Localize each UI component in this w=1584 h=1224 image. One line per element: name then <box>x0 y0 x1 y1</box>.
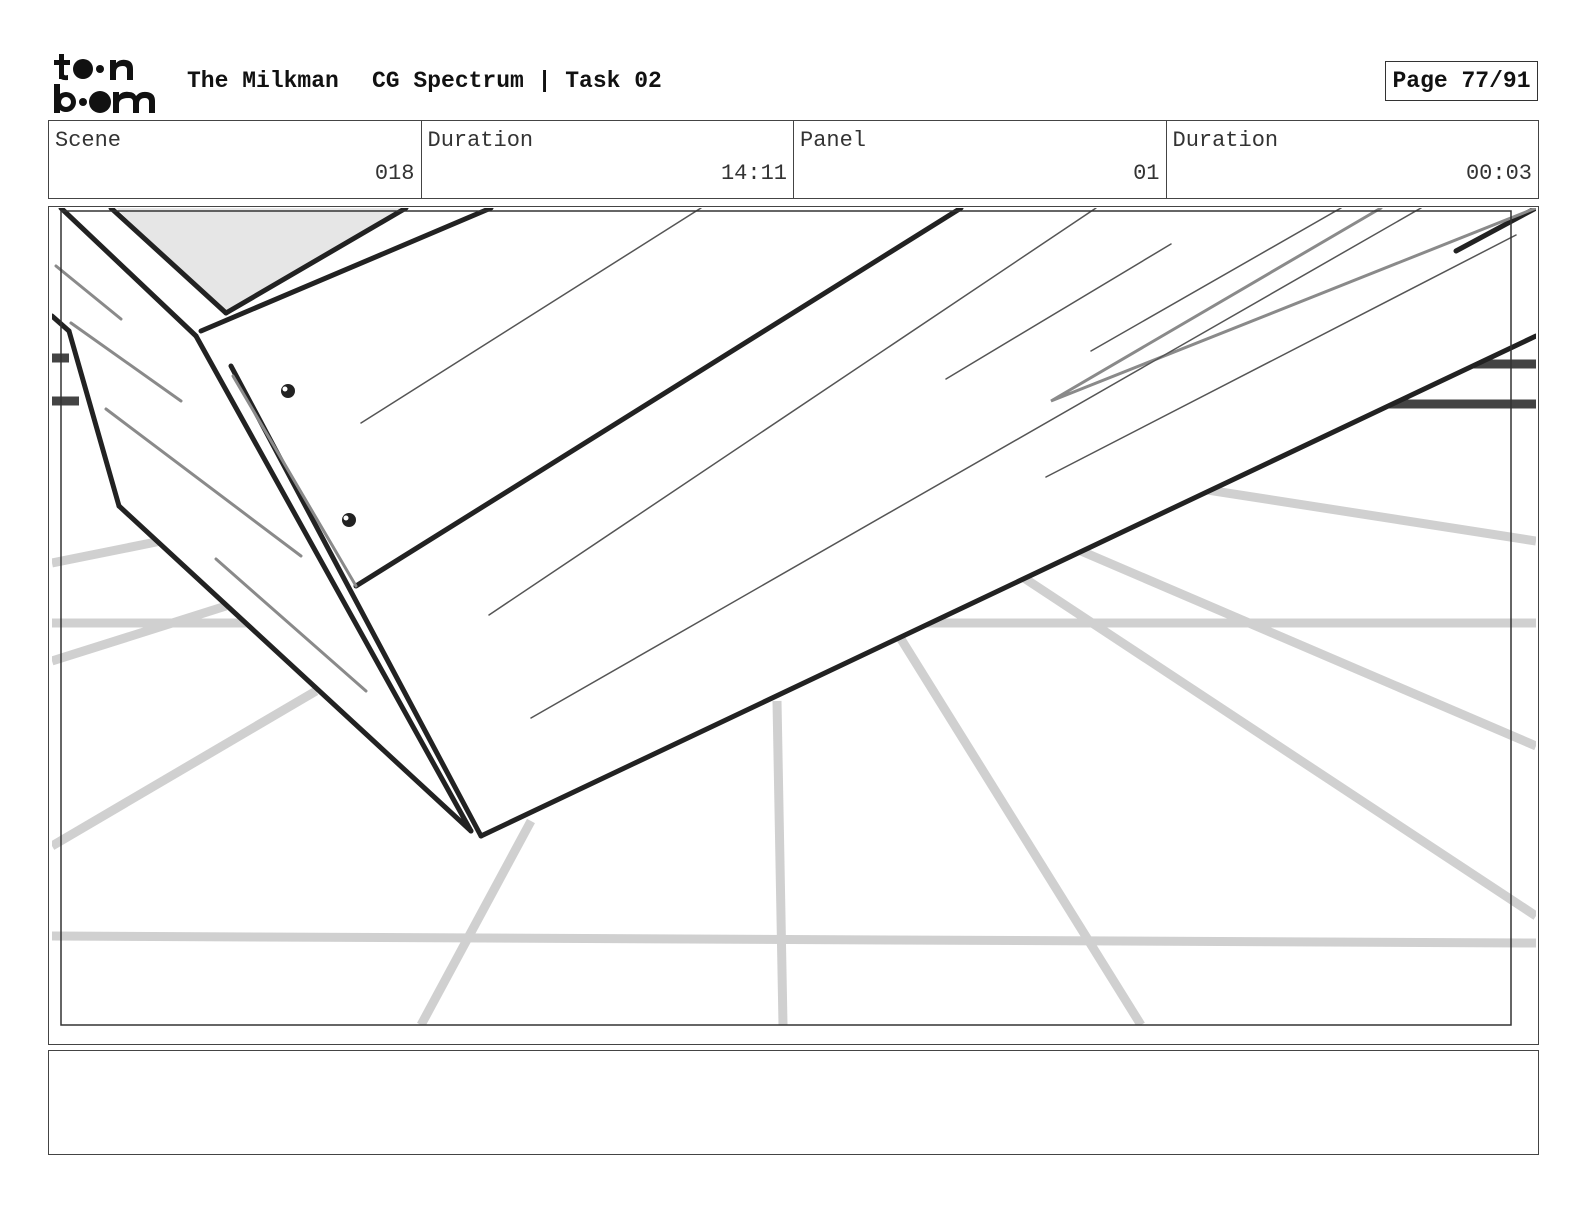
project-title: The Milkman <box>187 68 339 94</box>
page-indicator: Page 77/91 <box>1385 61 1538 101</box>
task-title: CG Spectrum | Task 02 <box>372 68 662 94</box>
toon-boom-logo <box>54 54 155 113</box>
panel-duration-label: Duration <box>1172 128 1279 153</box>
plank-outline <box>52 208 1536 839</box>
scene-value: 018 <box>374 161 415 186</box>
panel-duration-value: 00:03 <box>1465 161 1532 186</box>
wood-grain <box>360 208 1517 719</box>
scene-duration-value: 14:11 <box>720 161 787 186</box>
panel-info-bar: Scene 018 Duration 14:11 Panel 01 Durati… <box>48 120 1539 199</box>
floor-grid <box>52 484 1536 1025</box>
panel-duration-cell: Duration 00:03 <box>1167 121 1539 198</box>
scene-cell: Scene 018 <box>49 121 422 198</box>
panel-frame <box>60 210 1512 1026</box>
panel-notes <box>48 1050 1539 1155</box>
panel-cell: Panel 01 <box>794 121 1167 198</box>
scene-duration-cell: Duration 14:11 <box>422 121 794 198</box>
scene-label: Scene <box>55 128 122 153</box>
panel-value: 01 <box>1133 161 1160 186</box>
scene-duration-label: Duration <box>427 128 534 153</box>
panel-label: Panel <box>800 128 867 153</box>
panel-sketch <box>52 208 1536 1026</box>
storyboard-panel <box>48 206 1539 1045</box>
